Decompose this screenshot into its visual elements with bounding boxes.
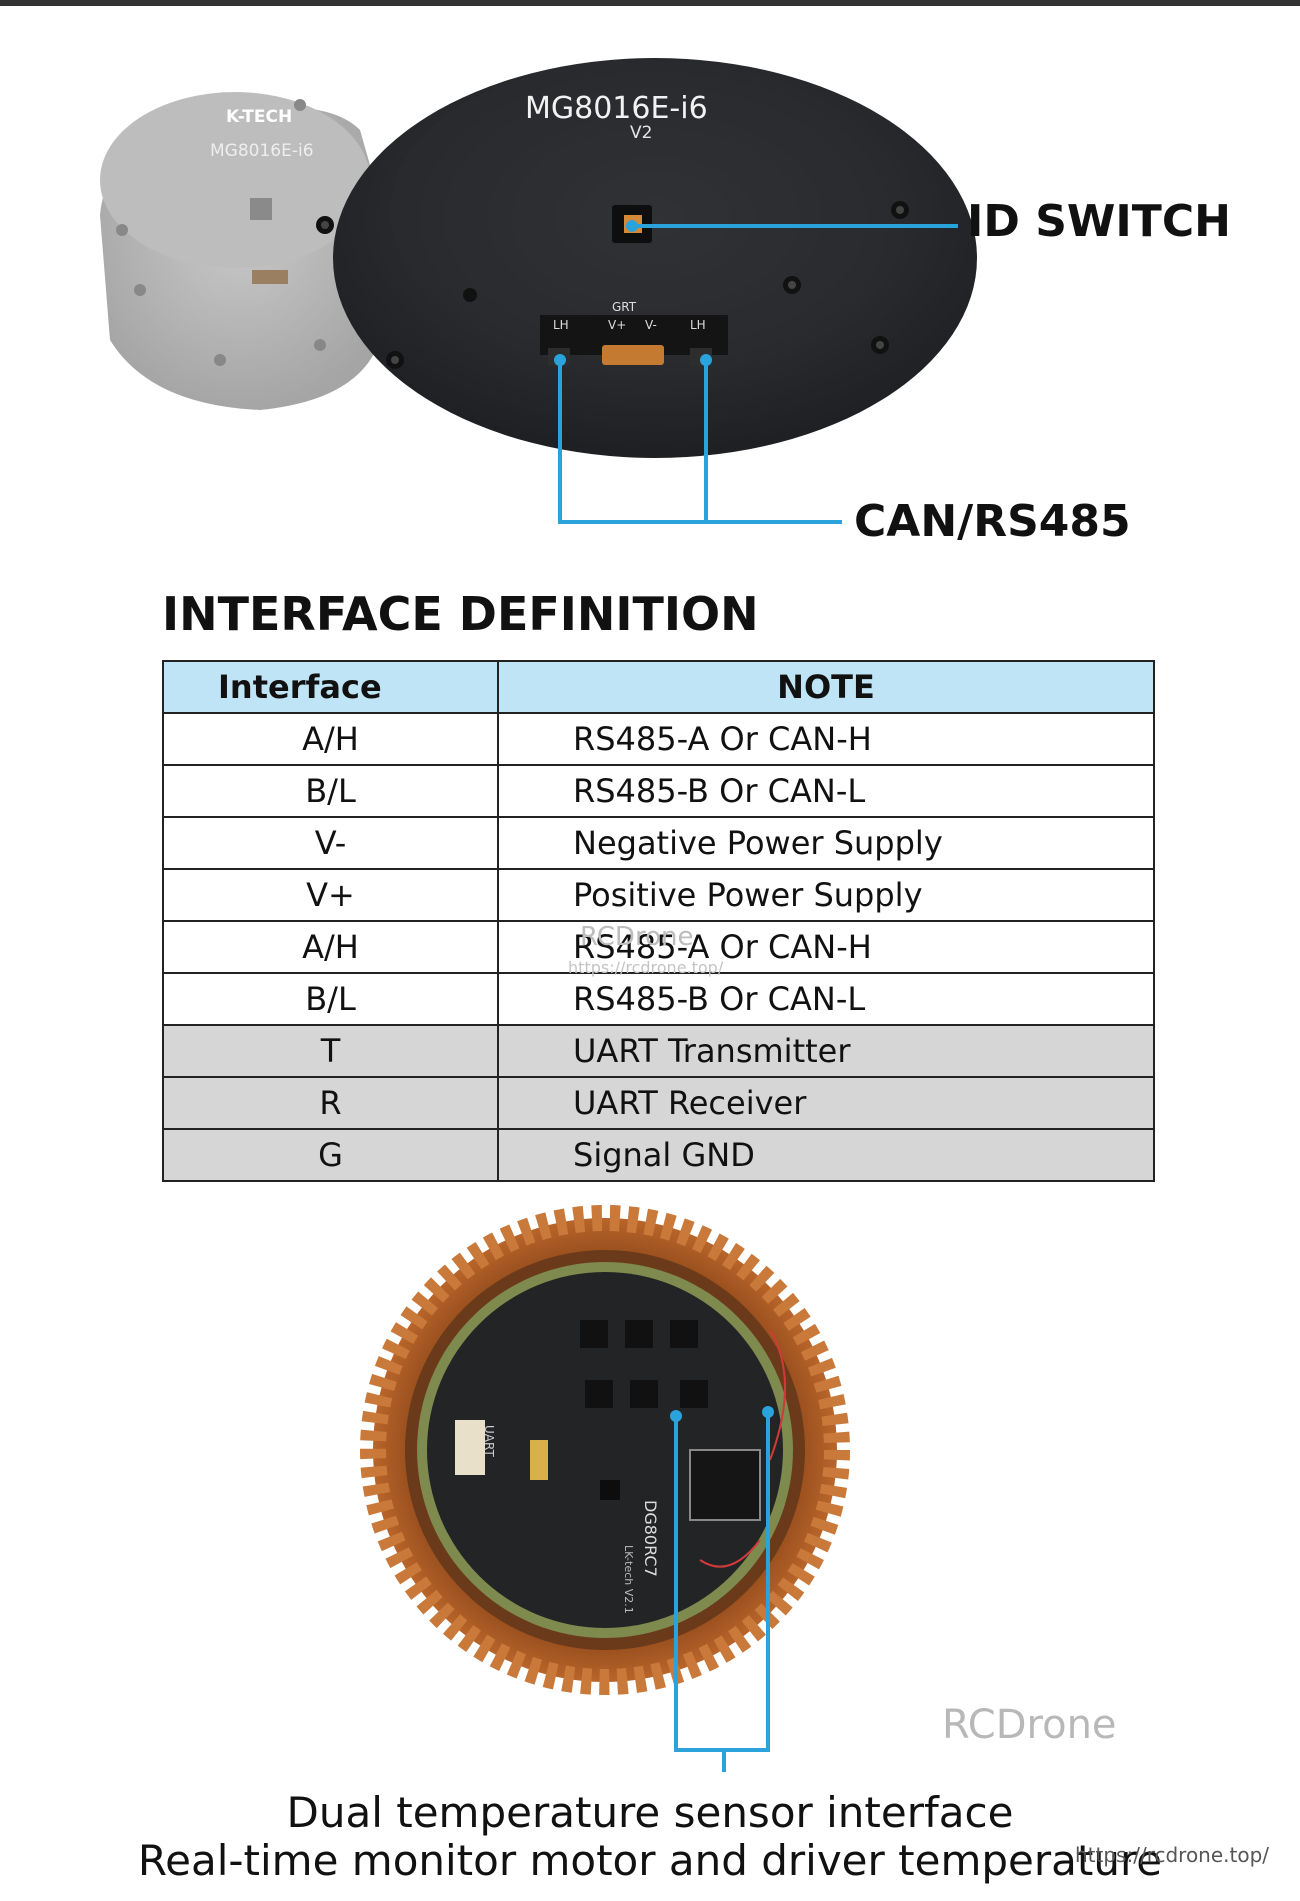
callout-can-rs485: CAN/RS485 xyxy=(854,496,1131,547)
header-interface: Interface xyxy=(162,660,499,714)
table-row: A/H RS485-A Or CAN-H xyxy=(162,920,1155,974)
connector-label-grt: GRT xyxy=(612,300,637,314)
interface-table: Interface NOTE A/H RS485-A Or CAN-H B/L … xyxy=(162,660,1155,1182)
model-text: MG8016E-i6 xyxy=(525,91,708,126)
table-row: G Signal GND xyxy=(162,1128,1155,1182)
cell-note: RS485-A Or CAN-H xyxy=(497,712,1155,766)
cell-note: RS485-B Or CAN-L xyxy=(497,764,1155,818)
connector-label-lh-right: LH xyxy=(690,318,706,332)
cell-note: UART Transmitter xyxy=(497,1024,1155,1078)
cell-note: RS485-B Or CAN-L xyxy=(497,972,1155,1026)
cell-interface: V- xyxy=(162,816,499,870)
sensor-callout-lines xyxy=(674,1412,770,1772)
table-row: V+ Positive Power Supply xyxy=(162,868,1155,922)
cell-interface: B/L xyxy=(162,972,499,1026)
pcb-board-sublabel: LK-tech V2.1 xyxy=(622,1545,635,1614)
cell-interface: V+ xyxy=(162,868,499,922)
version-text: V2 xyxy=(630,123,652,143)
header-note: NOTE xyxy=(497,660,1155,714)
cell-note: RS485-A Or CAN-H xyxy=(497,920,1155,974)
cell-interface: R xyxy=(162,1076,499,1130)
motor-ghost-image: K-TECH MG8016E-i6 xyxy=(100,92,380,410)
cell-interface: G xyxy=(162,1128,499,1182)
motor-product-figure: K-TECH MG8016E-i6 MG8016E-i6 V2 GRT LH V… xyxy=(100,58,977,524)
section-title: INTERFACE DEFINITION xyxy=(162,587,759,641)
table-row: V- Negative Power Supply xyxy=(162,816,1155,870)
table-row: R UART Receiver xyxy=(162,1076,1155,1130)
cell-interface: B/L xyxy=(162,764,499,818)
cell-interface: T xyxy=(162,1024,499,1078)
top-border xyxy=(0,0,1300,6)
driver-pcb: UART DG80RC7 LK-tech V2.1 xyxy=(427,1272,786,1628)
connector-label-vminus: V- xyxy=(645,318,657,332)
table-header-row: Interface NOTE xyxy=(162,660,1155,714)
watermark-url: https://rcdrone.top/ xyxy=(1075,1843,1270,1867)
table-row: A/H RS485-A Or CAN-H xyxy=(162,712,1155,766)
cell-note: Positive Power Supply xyxy=(497,868,1155,922)
pcb-uart-label: UART xyxy=(482,1425,496,1457)
cell-note: Signal GND xyxy=(497,1128,1155,1182)
stator-pcb-figure: UART DG80RC7 LK-tech V2.1 xyxy=(360,1205,850,1772)
watermark-url-mid: https://rcdrone.top/ xyxy=(568,958,724,977)
caption-line-1: Dual temperature sensor interface xyxy=(286,1788,1014,1837)
pcb-board-label: DG80RC7 xyxy=(641,1500,660,1577)
ghost-brand-text: K-TECH xyxy=(226,107,292,127)
callout-id-switch: ID SWITCH xyxy=(967,196,1231,247)
connector-label-lh-left: LH xyxy=(553,318,569,332)
cell-note: Negative Power Supply xyxy=(497,816,1155,870)
table-row: T UART Transmitter xyxy=(162,1024,1155,1078)
connector-label-vplus: V+ xyxy=(608,318,626,332)
ghost-model-text: MG8016E-i6 xyxy=(210,141,314,161)
watermark-brand: RCDrone xyxy=(942,1702,1117,1748)
cell-interface: A/H xyxy=(162,712,499,766)
watermark-brand-mid: RCDrone xyxy=(580,922,694,952)
cell-note: UART Receiver xyxy=(497,1076,1155,1130)
cell-interface: A/H xyxy=(162,920,499,974)
callout-lines xyxy=(558,224,958,524)
caption-line-2: Real-time monitor motor and driver tempe… xyxy=(137,1836,1163,1885)
table-row: B/L RS485-B Or CAN-L xyxy=(162,764,1155,818)
motor-main-image: MG8016E-i6 V2 GRT LH V+ V- LH xyxy=(316,58,977,458)
table-row: B/L RS485-B Or CAN-L xyxy=(162,972,1155,1026)
